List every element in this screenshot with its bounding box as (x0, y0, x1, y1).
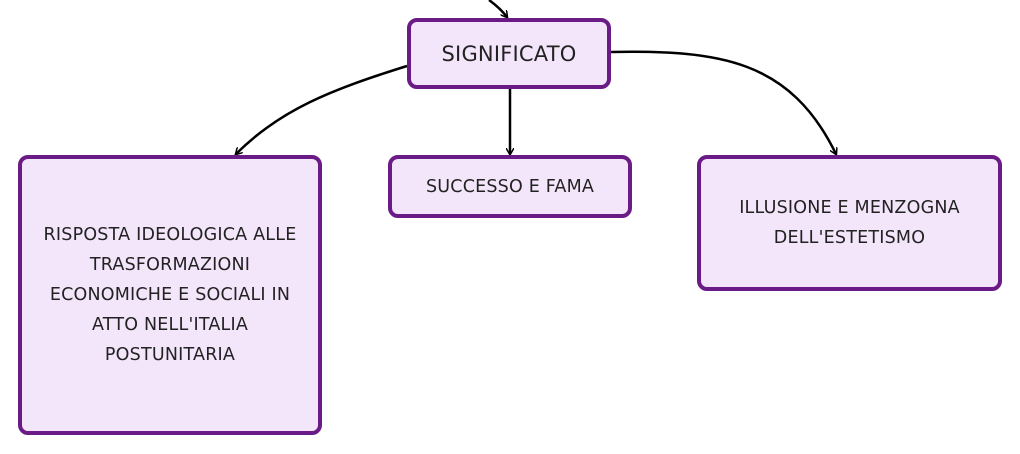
node-illusione-e-menzogna-label: ILLUSIONE E MENZOGNA DELL'ESTETISMO (739, 198, 960, 248)
node-successo-e-fama-label: SUCCESSO E FAMA (425, 176, 595, 197)
node-significato-label: SIGNIFICATO (441, 41, 577, 66)
node-risposta-ideologica[interactable]: RISPOSTA IDEOLOGICA ALLE TRASFORMAZIONI … (18, 155, 322, 435)
connector-above-to-root (488, 0, 507, 17)
connector-root-to-right (610, 50, 836, 154)
node-risposta-ideologica-label: RISPOSTA IDEOLOGICA ALLE TRASFORMAZIONI … (43, 225, 297, 365)
node-successo-e-fama[interactable]: SUCCESSO E FAMA (388, 155, 632, 218)
node-illusione-e-menzogna[interactable]: ILLUSIONE E MENZOGNA DELL'ESTETISMO (697, 155, 1002, 291)
node-significato[interactable]: SIGNIFICATO (407, 18, 611, 89)
connector-root-to-left (236, 64, 408, 154)
